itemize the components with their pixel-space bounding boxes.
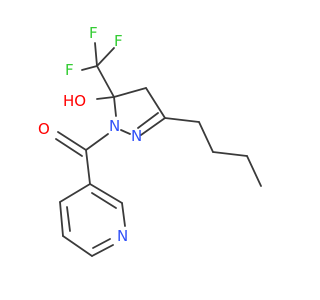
bond-py-1 xyxy=(59,183,91,203)
molecule-diagram: F F F HO N N O N xyxy=(38,24,262,257)
carbonyl-oxygen-label: O xyxy=(38,120,50,138)
bond-butyl-4 xyxy=(246,155,262,187)
fluorine-atom-label: F xyxy=(114,32,123,50)
bond-py-6-inner xyxy=(91,192,117,209)
bond-c3-n2-b xyxy=(137,112,159,129)
fluorine-atom-label: F xyxy=(89,24,98,42)
bond-py-6 xyxy=(89,183,123,204)
bond-n2-n1 xyxy=(120,129,131,135)
fluorine-atom-label: F xyxy=(65,61,74,79)
bond-py-5 xyxy=(121,202,126,227)
bond-c-f2 xyxy=(81,65,98,71)
pyridine-nitrogen-label: N xyxy=(117,227,128,245)
bond-c-f3 xyxy=(96,47,115,67)
bond-butyl-1 xyxy=(164,117,200,123)
bond-carbonyl-o-b xyxy=(55,138,83,157)
bond-n1-c5 xyxy=(113,96,117,117)
hydroxyl-label: HO xyxy=(63,92,86,110)
bond-py-3 xyxy=(62,235,93,257)
bond-carbonyl-o-a xyxy=(57,131,87,151)
structure-drawing: F F F HO N N O N xyxy=(38,24,262,257)
bond-c5-oh xyxy=(96,96,115,100)
bond-c4-c3 xyxy=(145,87,166,119)
bond-carbonyl-ring xyxy=(85,149,91,185)
bond-n1-carbonyl xyxy=(85,133,109,151)
bond-cf3-c5 xyxy=(96,65,115,98)
nitrogen-atom-label: N xyxy=(109,117,120,135)
bond-c-f1 xyxy=(94,42,98,67)
bond-py-2 xyxy=(59,201,64,237)
bond-py-4 xyxy=(91,244,114,257)
bond-butyl-2 xyxy=(198,121,214,153)
nitrogen-atom-label: N xyxy=(131,127,142,145)
bond-c5-c4 xyxy=(113,87,147,98)
bond-py-4-inner xyxy=(92,238,111,249)
bond-butyl-3 xyxy=(212,151,248,157)
bond-py-2-inner xyxy=(66,206,71,232)
bond-c3-n2-a xyxy=(140,117,166,136)
